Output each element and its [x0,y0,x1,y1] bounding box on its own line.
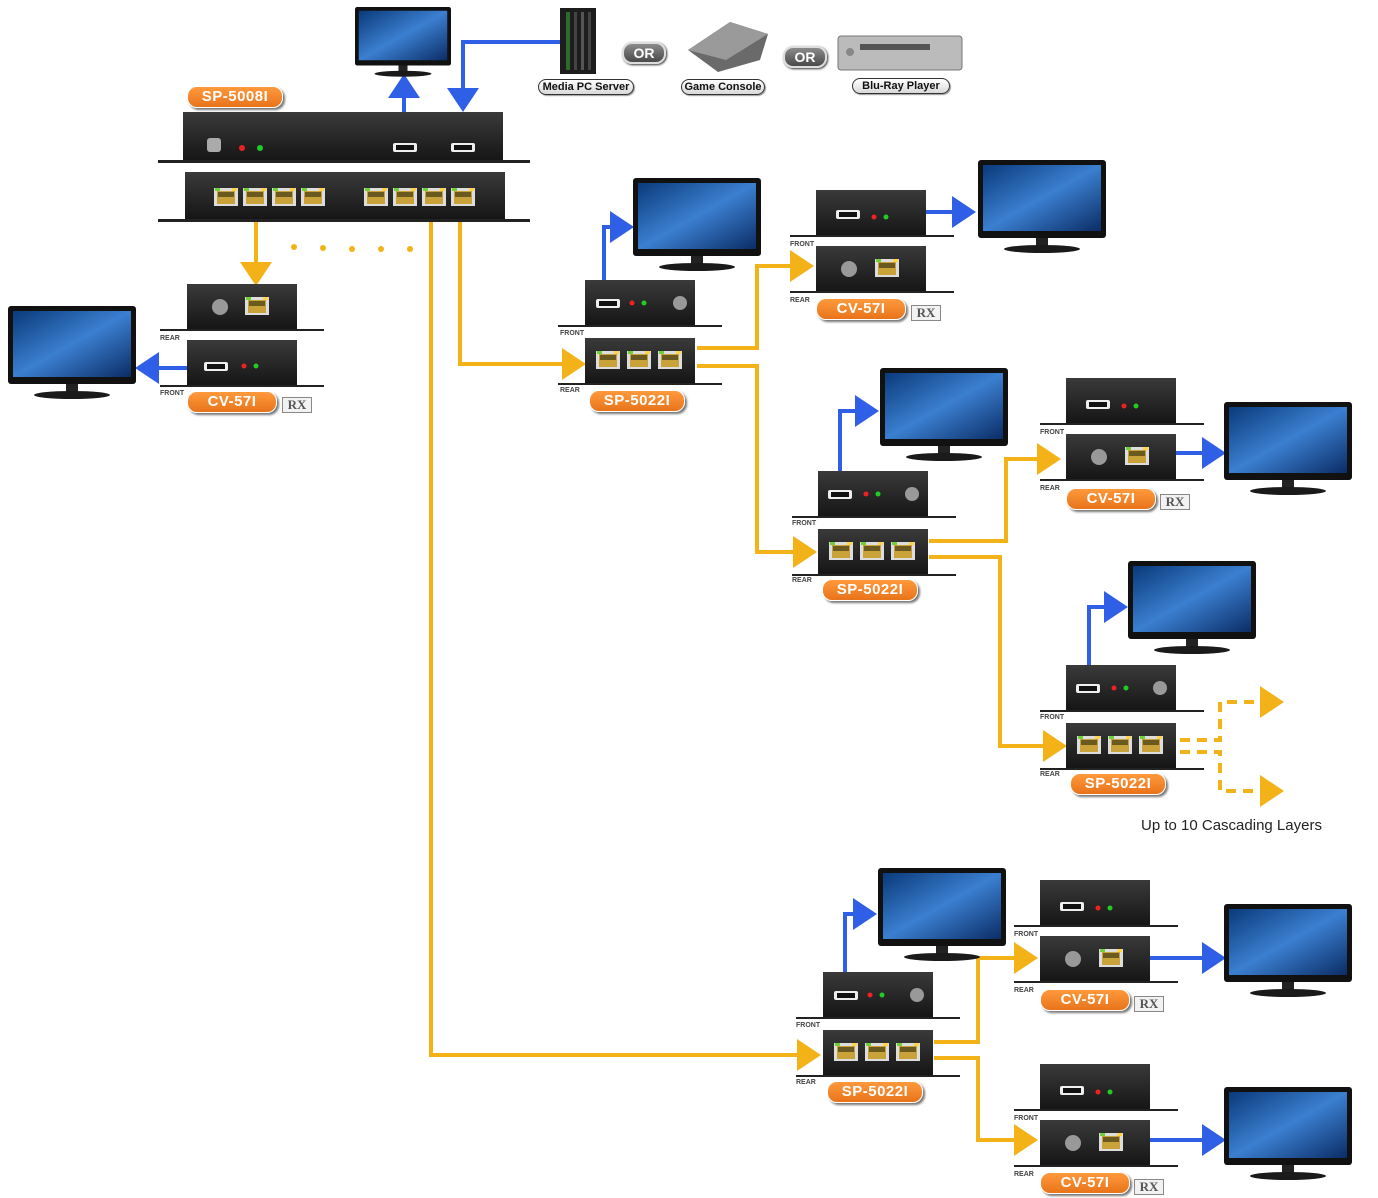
receiver-3 [1014,880,1178,983]
receiver-2 [1040,378,1204,481]
rx-badge: RX [911,305,941,321]
rear-label: REAR [1040,771,1060,778]
front-label: FRONT [1014,931,1039,938]
cascade-caption: Up to 10 Cascading Layers [1141,817,1322,834]
main-switch-label: SP-5008I [187,86,283,108]
splitter-2-label: SP-5022I [822,579,918,601]
main-switch-front [158,112,530,163]
rear-label: REAR [790,297,810,304]
front-label: FRONT [160,390,185,397]
rear-label: REAR [796,1079,816,1086]
or-badge-1: OR [622,42,666,64]
game-console-label: Game Console [681,79,765,95]
receiver-left [160,284,324,387]
tv-splitter4 [878,868,1006,961]
splitter-2 [792,471,956,576]
receiver-left-label: CV-57I [187,391,277,413]
tv-rx2 [1224,402,1352,495]
rx-badge: RX [282,397,312,413]
front-label: FRONT [1040,714,1065,721]
splitter-4-label: SP-5022I [827,1081,923,1103]
tv-splitter2 [880,368,1008,461]
bluray-player-icon [837,35,963,71]
catx-connections [240,222,1067,1156]
rx-badge: RX [1160,494,1190,510]
bluray-label: Blu-Ray Player [852,78,950,94]
rear-label: REAR [1014,987,1034,994]
front-label: FRONT [560,330,585,337]
rx-badge: RX [1134,1179,1164,1195]
front-label: FRONT [1040,429,1065,436]
receiver-3-label: CV-57I [1040,989,1130,1011]
more-ports-dots [291,244,413,252]
splitter-1 [558,280,722,385]
more-layers-connections [1180,686,1284,807]
tv-rx1 [978,160,1106,253]
receiver-2-label: CV-57I [1066,488,1156,510]
tv-rx3 [1224,904,1352,997]
front-label: FRONT [1014,1115,1039,1122]
tv-left [8,306,136,399]
main-switch-rear [158,172,530,222]
receiver-4-label: CV-57I [1040,1172,1130,1194]
rear-label: REAR [560,387,580,394]
media-pc-server-icon [560,8,596,74]
front-label: FRONT [792,520,817,527]
splitter-1-label: SP-5022I [589,390,685,412]
tv-splitter1 [633,178,761,271]
splitter-3 [1040,665,1204,770]
tv-splitter3 [1128,561,1256,654]
receiver-1 [790,190,954,293]
splitter-3-label: SP-5022I [1070,773,1166,795]
tv-rx4 [1224,1087,1352,1180]
or-badge-2: OR [783,46,827,68]
splitter-4 [796,972,960,1077]
rear-label: REAR [792,577,812,584]
media-pc-label: Media PC Server [538,79,634,95]
rear-label: REAR [1040,485,1060,492]
rear-label: REAR [1014,1171,1034,1178]
front-label: FRONT [796,1022,821,1029]
source-tv [355,7,451,77]
receiver-1-label: CV-57I [816,298,906,320]
front-label: FRONT [790,241,815,248]
rx-badge: RX [1134,996,1164,1012]
rear-label: REAR [160,335,180,342]
receiver-4 [1014,1064,1178,1167]
game-console-icon [688,22,768,72]
